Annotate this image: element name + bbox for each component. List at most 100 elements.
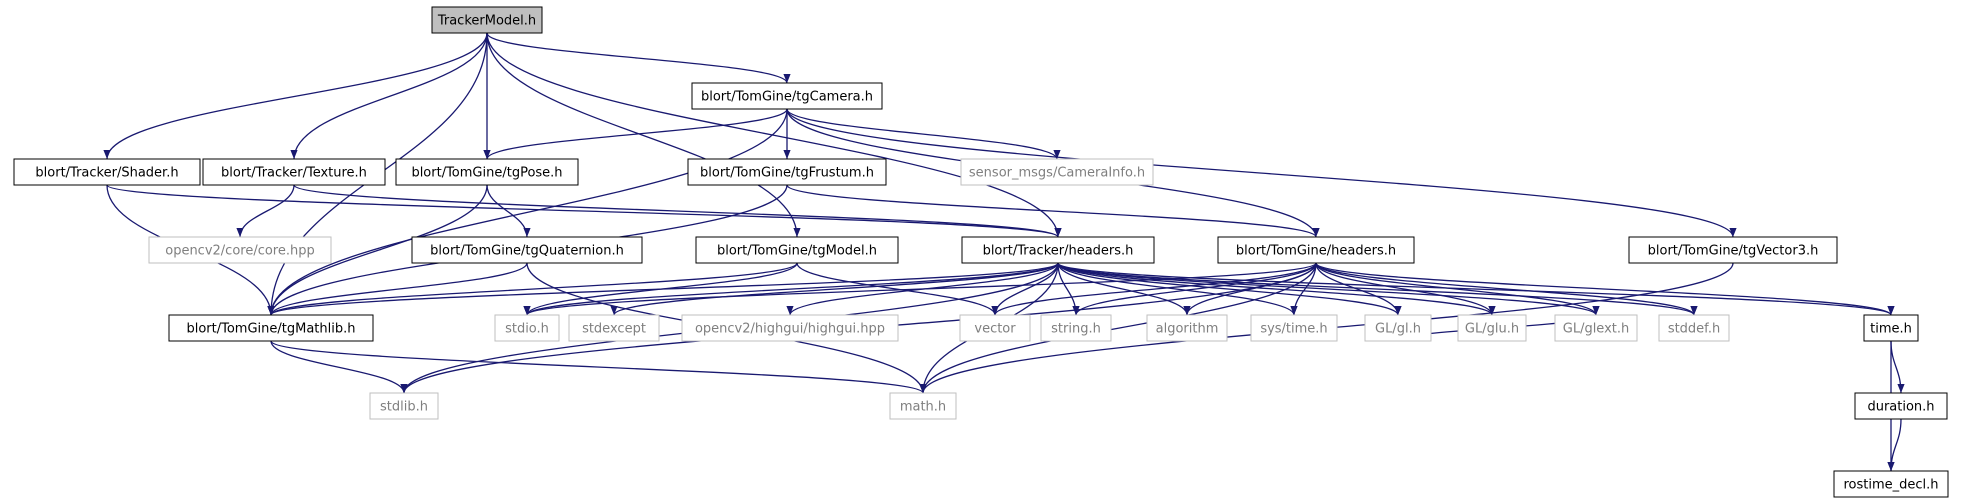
- node-box-systime: [1250, 314, 1338, 342]
- edge-texture-to-opencvcore: [236, 184, 295, 238]
- edge-tgheaders-to-math: [919, 262, 1317, 394]
- node-label-stdexcept: stdexcept: [582, 322, 646, 337]
- edge-duration-to-rostime: [1887, 418, 1902, 472]
- node-tgheaders[interactable]: blort/TomGine/headers.h: [1217, 236, 1415, 264]
- node-texture[interactable]: blort/Tracker/Texture.h: [202, 158, 386, 186]
- edge-frustum-to-tgheaders: [786, 184, 1320, 238]
- node-label-time: time.h: [1870, 322, 1912, 337]
- edge-trackerheaders-to-stddef: [1057, 262, 1698, 316]
- node-box-duration: [1854, 392, 1948, 420]
- node-layer: TrackerModel.h blort/TomGine/tgCamera.h bl…: [13, 6, 1949, 498]
- node-duration[interactable]: duration.h: [1854, 392, 1948, 420]
- edge-mathlib-to-stdlib: [270, 340, 408, 394]
- edge-mathlib-to-math: [270, 340, 927, 394]
- node-glext: GL/glext.h: [1554, 314, 1638, 342]
- edge-camera-to-camerainfo: [786, 108, 1061, 160]
- node-box-mathlib: [168, 314, 374, 342]
- node-label-string: string.h: [1051, 322, 1101, 337]
- node-label-texture: blort/Tracker/Texture.h: [221, 166, 367, 181]
- node-rostime[interactable]: rostime_decl.h: [1833, 470, 1949, 498]
- node-box-texture: [202, 158, 386, 186]
- node-label-frustum: blort/TomGine/tgFrustum.h: [700, 166, 874, 181]
- node-box-time: [1863, 314, 1919, 342]
- node-stdio: stdio.h: [494, 314, 560, 342]
- node-opencvcore: opencv2/core/core.hpp: [148, 236, 332, 264]
- edge-trackerheaders-to-glext: [1057, 262, 1600, 316]
- node-root[interactable]: TrackerModel.h: [431, 6, 543, 34]
- edge-tgheaders-to-glu: [1315, 262, 1496, 316]
- node-math: math.h: [889, 392, 957, 420]
- node-mathlib[interactable]: blort/TomGine/tgMathlib.h: [168, 314, 374, 342]
- node-box-highgui: [681, 314, 899, 342]
- node-label-gl: GL/gl.h: [1375, 322, 1421, 337]
- node-label-tgheaders: blort/TomGine/headers.h: [1236, 244, 1396, 259]
- node-time[interactable]: time.h: [1863, 314, 1919, 342]
- node-label-mathlib: blort/TomGine/tgMathlib.h: [186, 322, 355, 337]
- node-label-camerainfo: sensor_msgs/CameraInfo.h: [969, 166, 1145, 181]
- node-vector: vector: [959, 314, 1031, 342]
- node-box-math: [889, 392, 957, 420]
- node-box-opencvcore: [148, 236, 332, 264]
- node-label-stdio: stdio.h: [505, 322, 549, 337]
- edge-model-to-vector: [796, 262, 999, 316]
- edge-trackerheaders-to-time: [1057, 262, 1895, 316]
- node-model[interactable]: blort/TomGine/tgModel.h: [695, 236, 899, 264]
- node-label-stdlib: stdlib.h: [380, 400, 428, 415]
- node-box-vector3: [1628, 236, 1838, 264]
- node-camerainfo: sensor_msgs/CameraInfo.h: [960, 158, 1154, 186]
- node-label-glu: GL/glu.h: [1465, 322, 1519, 337]
- node-label-quaternion: blort/TomGine/tgQuaternion.h: [430, 244, 624, 259]
- edge-tgheaders-to-vector: [991, 262, 1317, 316]
- edge-tgheaders-to-gl: [1315, 262, 1402, 316]
- edge-trackerheaders-to-mathlib: [267, 262, 1059, 316]
- node-label-pose: blort/TomGine/tgPose.h: [411, 166, 562, 181]
- edge-camera-to-vector3: [786, 108, 1737, 238]
- node-highgui: opencv2/highgui/highgui.hpp: [681, 314, 899, 342]
- node-box-glu: [1457, 314, 1527, 342]
- edge-trackerheaders-to-algorithm: [1057, 262, 1191, 316]
- edge-pose-to-quaternion: [486, 184, 531, 238]
- node-vector3[interactable]: blort/TomGine/tgVector3.h: [1628, 236, 1838, 264]
- edge-tgheaders-to-algorithm: [1183, 262, 1317, 316]
- edge-pose-to-mathlib: [267, 184, 488, 316]
- node-box-camera: [691, 82, 883, 110]
- edge-tgheaders-to-glext: [1315, 262, 1600, 316]
- node-label-math: math.h: [900, 400, 946, 415]
- node-box-model: [695, 236, 899, 264]
- node-label-algorithm: algorithm: [1156, 322, 1219, 337]
- node-box-stdio: [494, 314, 560, 342]
- node-systime: sys/time.h: [1250, 314, 1338, 342]
- edge-root-to-texture: [290, 32, 488, 160]
- node-label-root: TrackerModel.h: [437, 14, 536, 29]
- edge-tgheaders-to-time: [1315, 262, 1895, 316]
- node-box-tgheaders: [1217, 236, 1415, 264]
- node-box-pose: [395, 158, 579, 186]
- node-frustum[interactable]: blort/TomGine/tgFrustum.h: [687, 158, 887, 186]
- node-box-camerainfo: [960, 158, 1154, 186]
- node-box-frustum: [687, 158, 887, 186]
- node-stdexcept: stdexcept: [568, 314, 660, 342]
- edge-shader-to-trackerheaders: [106, 184, 1062, 238]
- node-quaternion[interactable]: blort/TomGine/tgQuaternion.h: [411, 236, 643, 264]
- node-label-opencvcore: opencv2/core/core.hpp: [165, 244, 315, 259]
- node-box-stdlib: [369, 392, 439, 420]
- node-pose[interactable]: blort/TomGine/tgPose.h: [395, 158, 579, 186]
- node-label-trackerheaders: blort/Tracker/headers.h: [983, 244, 1134, 259]
- node-camera[interactable]: blort/TomGine/tgCamera.h: [691, 82, 883, 110]
- node-stdlib: stdlib.h: [369, 392, 439, 420]
- node-gl: GL/gl.h: [1364, 314, 1432, 342]
- node-trackerheaders[interactable]: blort/Tracker/headers.h: [961, 236, 1155, 264]
- node-box-rostime: [1833, 470, 1949, 498]
- edge-trackerheaders-to-stdio: [523, 262, 1059, 316]
- edge-trackerheaders-to-glu: [1057, 262, 1496, 316]
- edge-quaternion-to-mathlib: [267, 262, 528, 316]
- node-shader[interactable]: blort/Tracker/Shader.h: [13, 158, 201, 186]
- node-box-stddef: [1658, 314, 1730, 342]
- node-glu: GL/glu.h: [1457, 314, 1527, 342]
- node-label-camera: blort/TomGine/tgCamera.h: [701, 90, 873, 105]
- edge-root-to-model: [486, 32, 801, 238]
- node-box-root: [431, 6, 543, 34]
- edge-root-to-camera: [486, 32, 791, 84]
- node-box-vector: [959, 314, 1031, 342]
